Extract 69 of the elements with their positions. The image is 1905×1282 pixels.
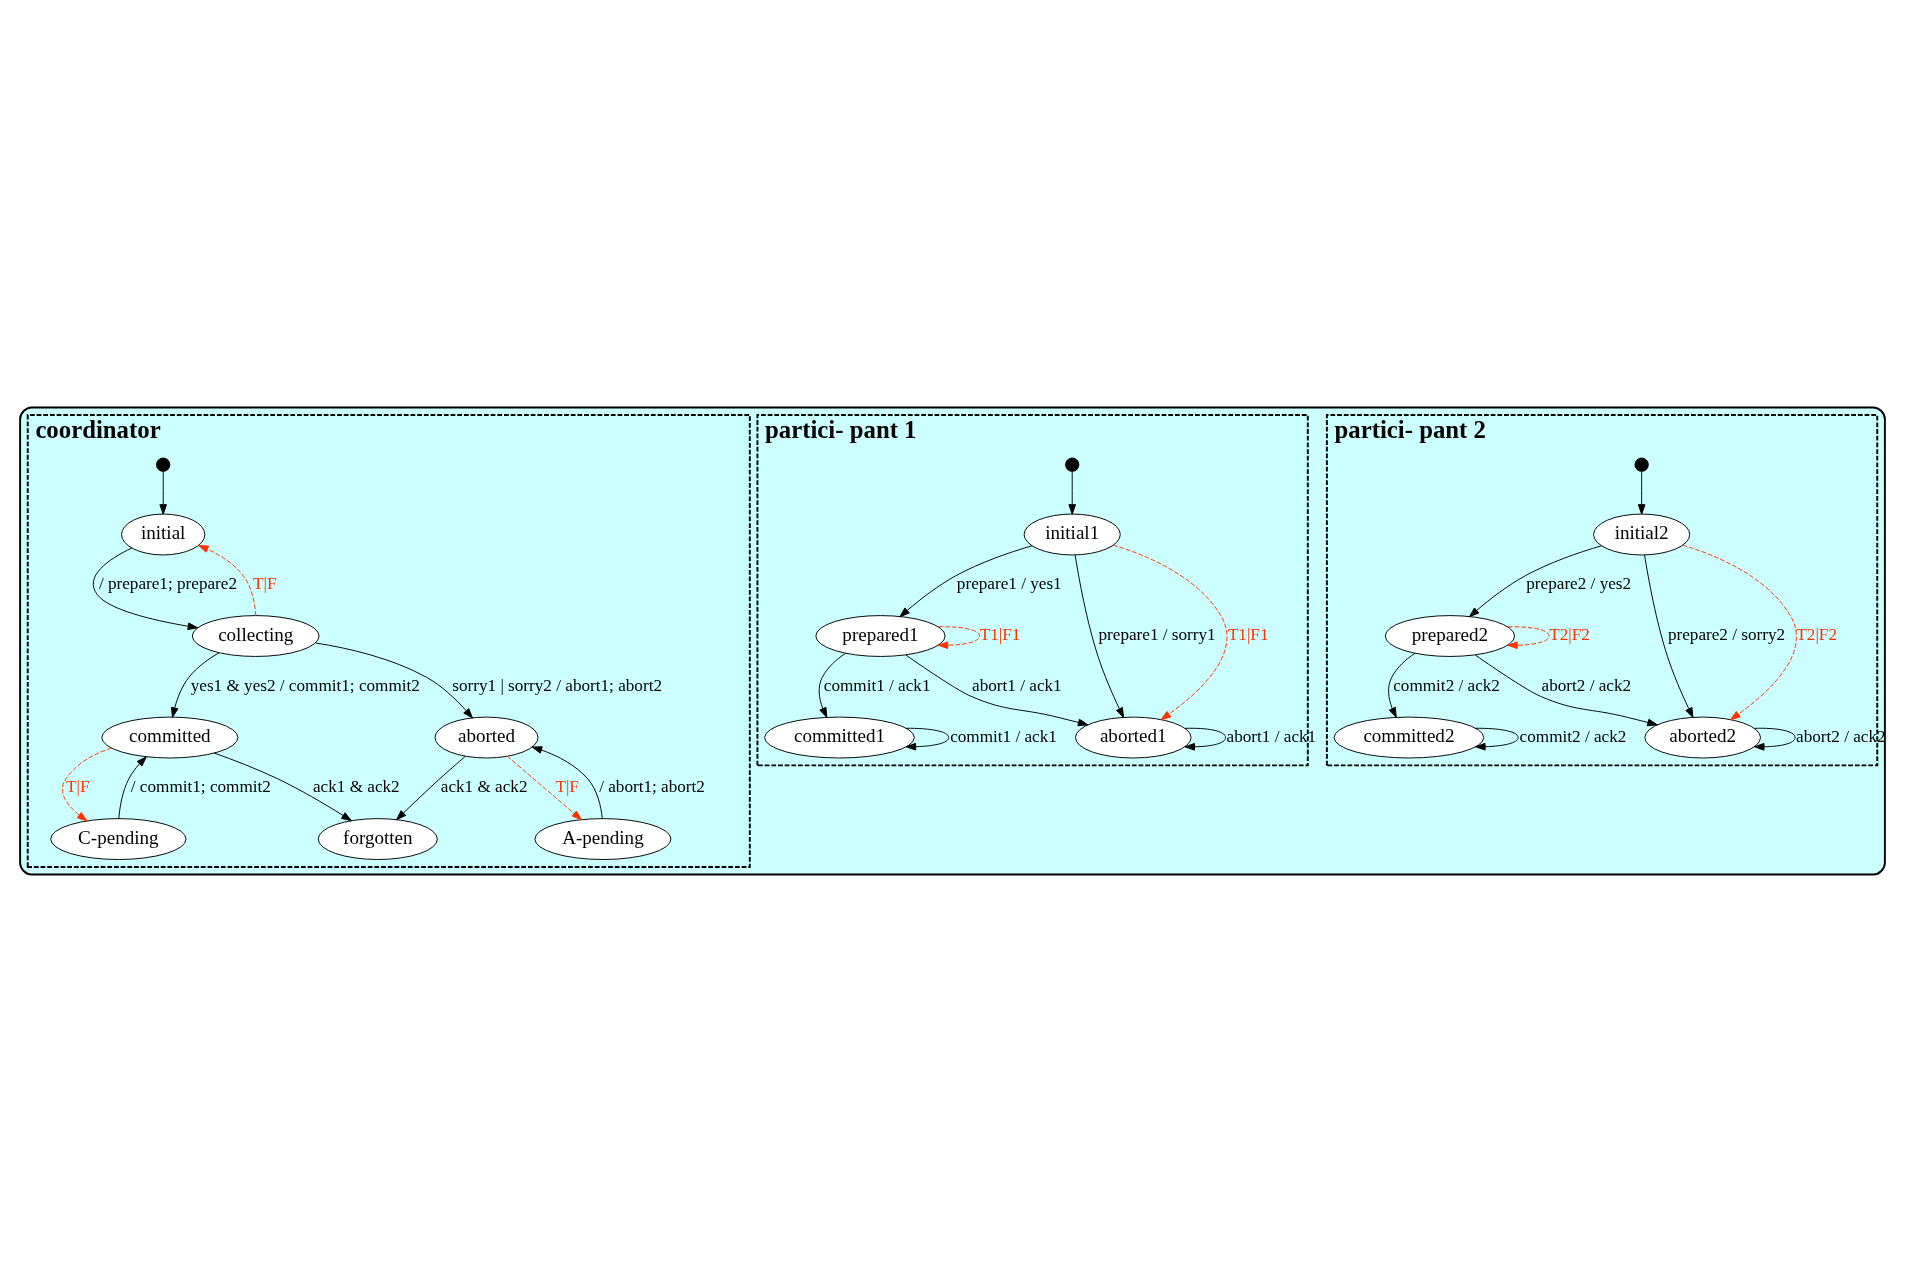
arrow [1068,470,1077,515]
edge-label: yes1 & yes2 / commit1; commit2 [190,675,420,695]
edge-label: abort1 / ack1 [1226,726,1317,746]
arrow [1388,652,1416,718]
node-ellipse: prepared1 [815,615,946,657]
node-ellipse: forgotten [317,818,438,860]
node-ellipse: initial [121,513,206,556]
edge-label: abort1 / ack1 [972,675,1062,695]
edge-label: commit1 / ack1 [823,675,931,695]
arrow [905,727,950,751]
arrow [1184,727,1227,751]
node-ellipse: collecting [191,615,320,657]
node-circle [1634,457,1649,472]
arrow [92,547,199,631]
arrow [1507,626,1550,650]
arrow [159,470,167,515]
node-ellipse: initial1 [1023,513,1121,556]
edge-label: T2|F2 [1796,625,1837,645]
node-ellipse: A-pending [534,818,672,860]
edge-label: T1|F1 [1227,625,1269,645]
arrow [1753,727,1796,751]
edge-label: T2|F2 [1549,625,1590,645]
arrow [213,752,352,822]
edge-label: commit1 / ack1 [950,726,1057,746]
edge-label: / commit1; commit2 [130,777,271,797]
arrow [937,626,981,650]
edge-label: T|F [66,777,90,797]
arrow [1644,554,1694,718]
arrow [818,652,847,718]
arrow [506,755,582,821]
cluster [19,406,1886,876]
edge-label: ack1 & ack2 [312,777,400,797]
arrow [1475,727,1519,751]
edge-label: / prepare1; prepare2 [98,574,238,594]
edge-label: commit2 / ack2 [1519,726,1627,746]
node-ellipse: C-pending [50,818,187,860]
arrow [170,652,220,718]
node-ellipse: initial2 [1593,513,1691,556]
edge-label: abort2 / ack2 [1796,726,1886,746]
arrow [198,544,257,617]
edge-label: T|F [555,777,579,797]
edge-label: prepare2 / yes2 [1526,574,1632,594]
edge-label: prepare1 / sorry1 [1098,625,1216,645]
node-circle [156,457,171,472]
arrow [62,747,112,822]
arrow [315,642,473,719]
arrow [1112,544,1228,721]
arrow [1074,554,1125,718]
edge-label: prepare2 / sorry2 [1667,625,1786,645]
edge-label: T|F [253,574,277,594]
node-ellipse: committed [101,716,239,759]
edge-label: abort2 / ack2 [1541,675,1632,695]
arrow [1637,470,1646,515]
arrow [899,545,1033,618]
edge-label: ack1 & ack2 [440,777,528,797]
arrow [905,654,1089,727]
arrow [1468,545,1602,618]
arrow [1474,654,1658,727]
arrow [531,746,603,820]
edge-label: sorry1 | sorry2 / abort1; abort2 [452,675,663,695]
edge-label: prepare1 / yes1 [956,574,1062,594]
arrow [396,755,466,821]
arrow [118,756,147,820]
node-circle [1065,457,1080,472]
edge-label: / abort1; abort2 [599,777,705,797]
node-ellipse: aborted [434,716,539,759]
arrow [1682,544,1797,721]
edge-label: T1|F1 [979,625,1021,645]
edge-label: commit2 / ack2 [1393,675,1500,695]
